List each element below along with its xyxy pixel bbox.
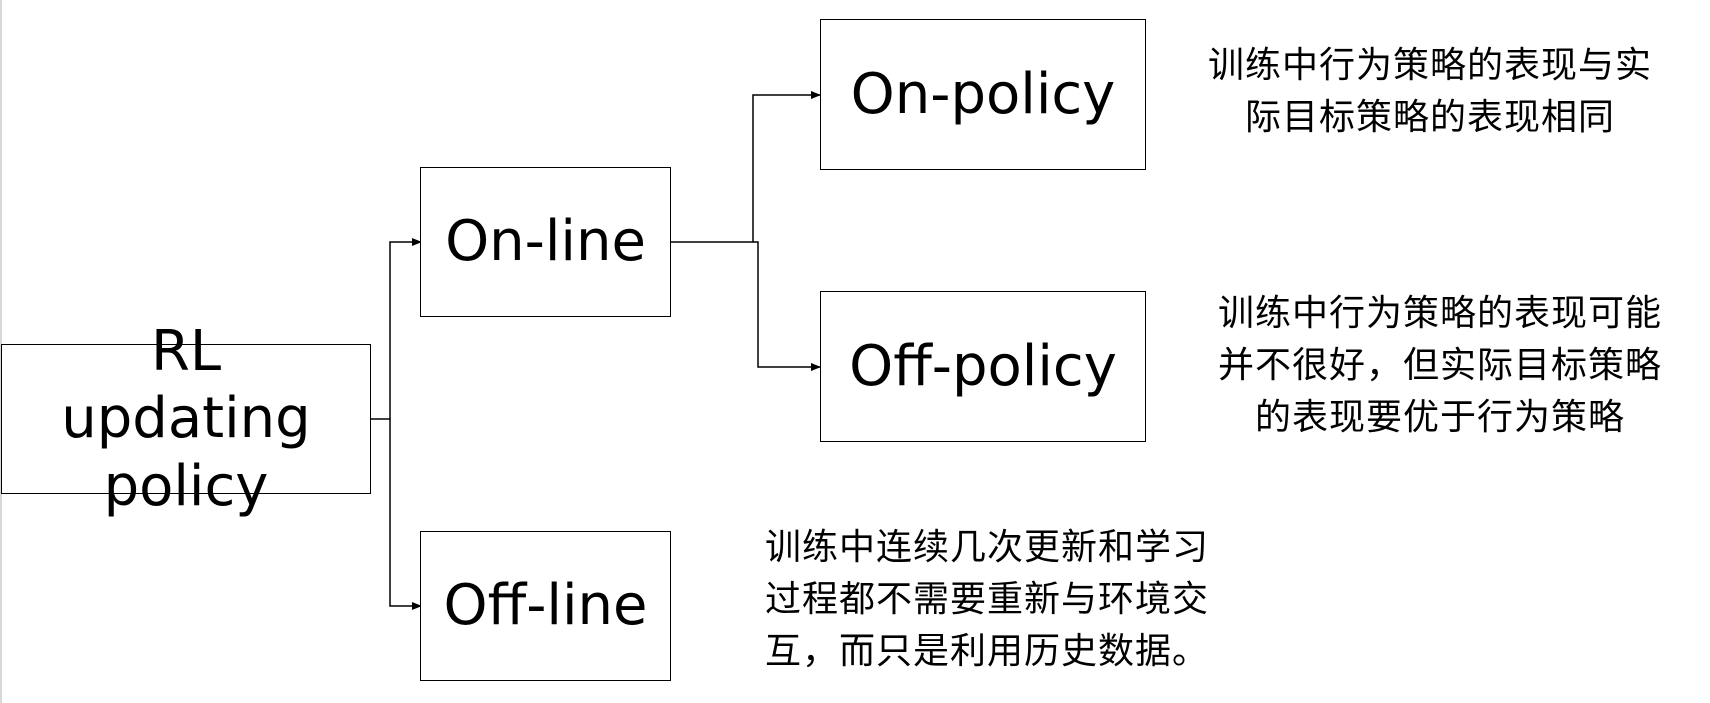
offline-note-line-3: 互，而只是利用历史数据。 (765, 631, 1210, 673)
connector-online-onpolicy (670, 91, 821, 243)
connector-root-online (370, 238, 422, 420)
offpolicy-note: 训练中行为策略的表现可能 并不很好，但实际目标策略 的表现要优于行为策略 (1180, 288, 1700, 445)
online-node-label: On-line (445, 209, 646, 275)
onpolicy-note-line-2: 际目标策略的表现相同 (1244, 97, 1615, 139)
onpolicy-note: 训练中行为策略的表现与实 际目标策略的表现相同 (1170, 40, 1690, 144)
offline-node-label: Off-line (443, 573, 648, 639)
root-node-label: RL updating policy (61, 319, 311, 519)
offline-note: 训练中连续几次更新和学习 过程都不需要重新与环境交 互，而只是利用历史数据。 (765, 522, 1285, 679)
online-node: On-line (420, 167, 671, 317)
connector-root-offline (389, 419, 422, 610)
offpolicy-node-label: Off-policy (849, 333, 1117, 399)
root-node: RL updating policy (1, 319, 371, 519)
offpolicy-note-line-2: 并不很好，但实际目标策略 (1217, 345, 1662, 387)
onpolicy-node-label: On-policy (850, 61, 1116, 127)
onpolicy-node: On-policy (820, 19, 1146, 170)
offline-note-line-1: 训练中连续几次更新和学习 (765, 527, 1210, 568)
onpolicy-note-line-1: 训练中行为策略的表现与实 (1207, 45, 1652, 86)
offpolicy-note-line-1: 训练中行为策略的表现可能 (1217, 293, 1662, 334)
offpolicy-note-line-3: 的表现要优于行为策略 (1254, 397, 1625, 439)
offpolicy-node: Off-policy (820, 291, 1146, 442)
offline-node: Off-line (420, 531, 671, 681)
connector-online-offpolicy (753, 241, 821, 371)
offline-note-line-2: 过程都不需要重新与环境交 (765, 579, 1210, 621)
